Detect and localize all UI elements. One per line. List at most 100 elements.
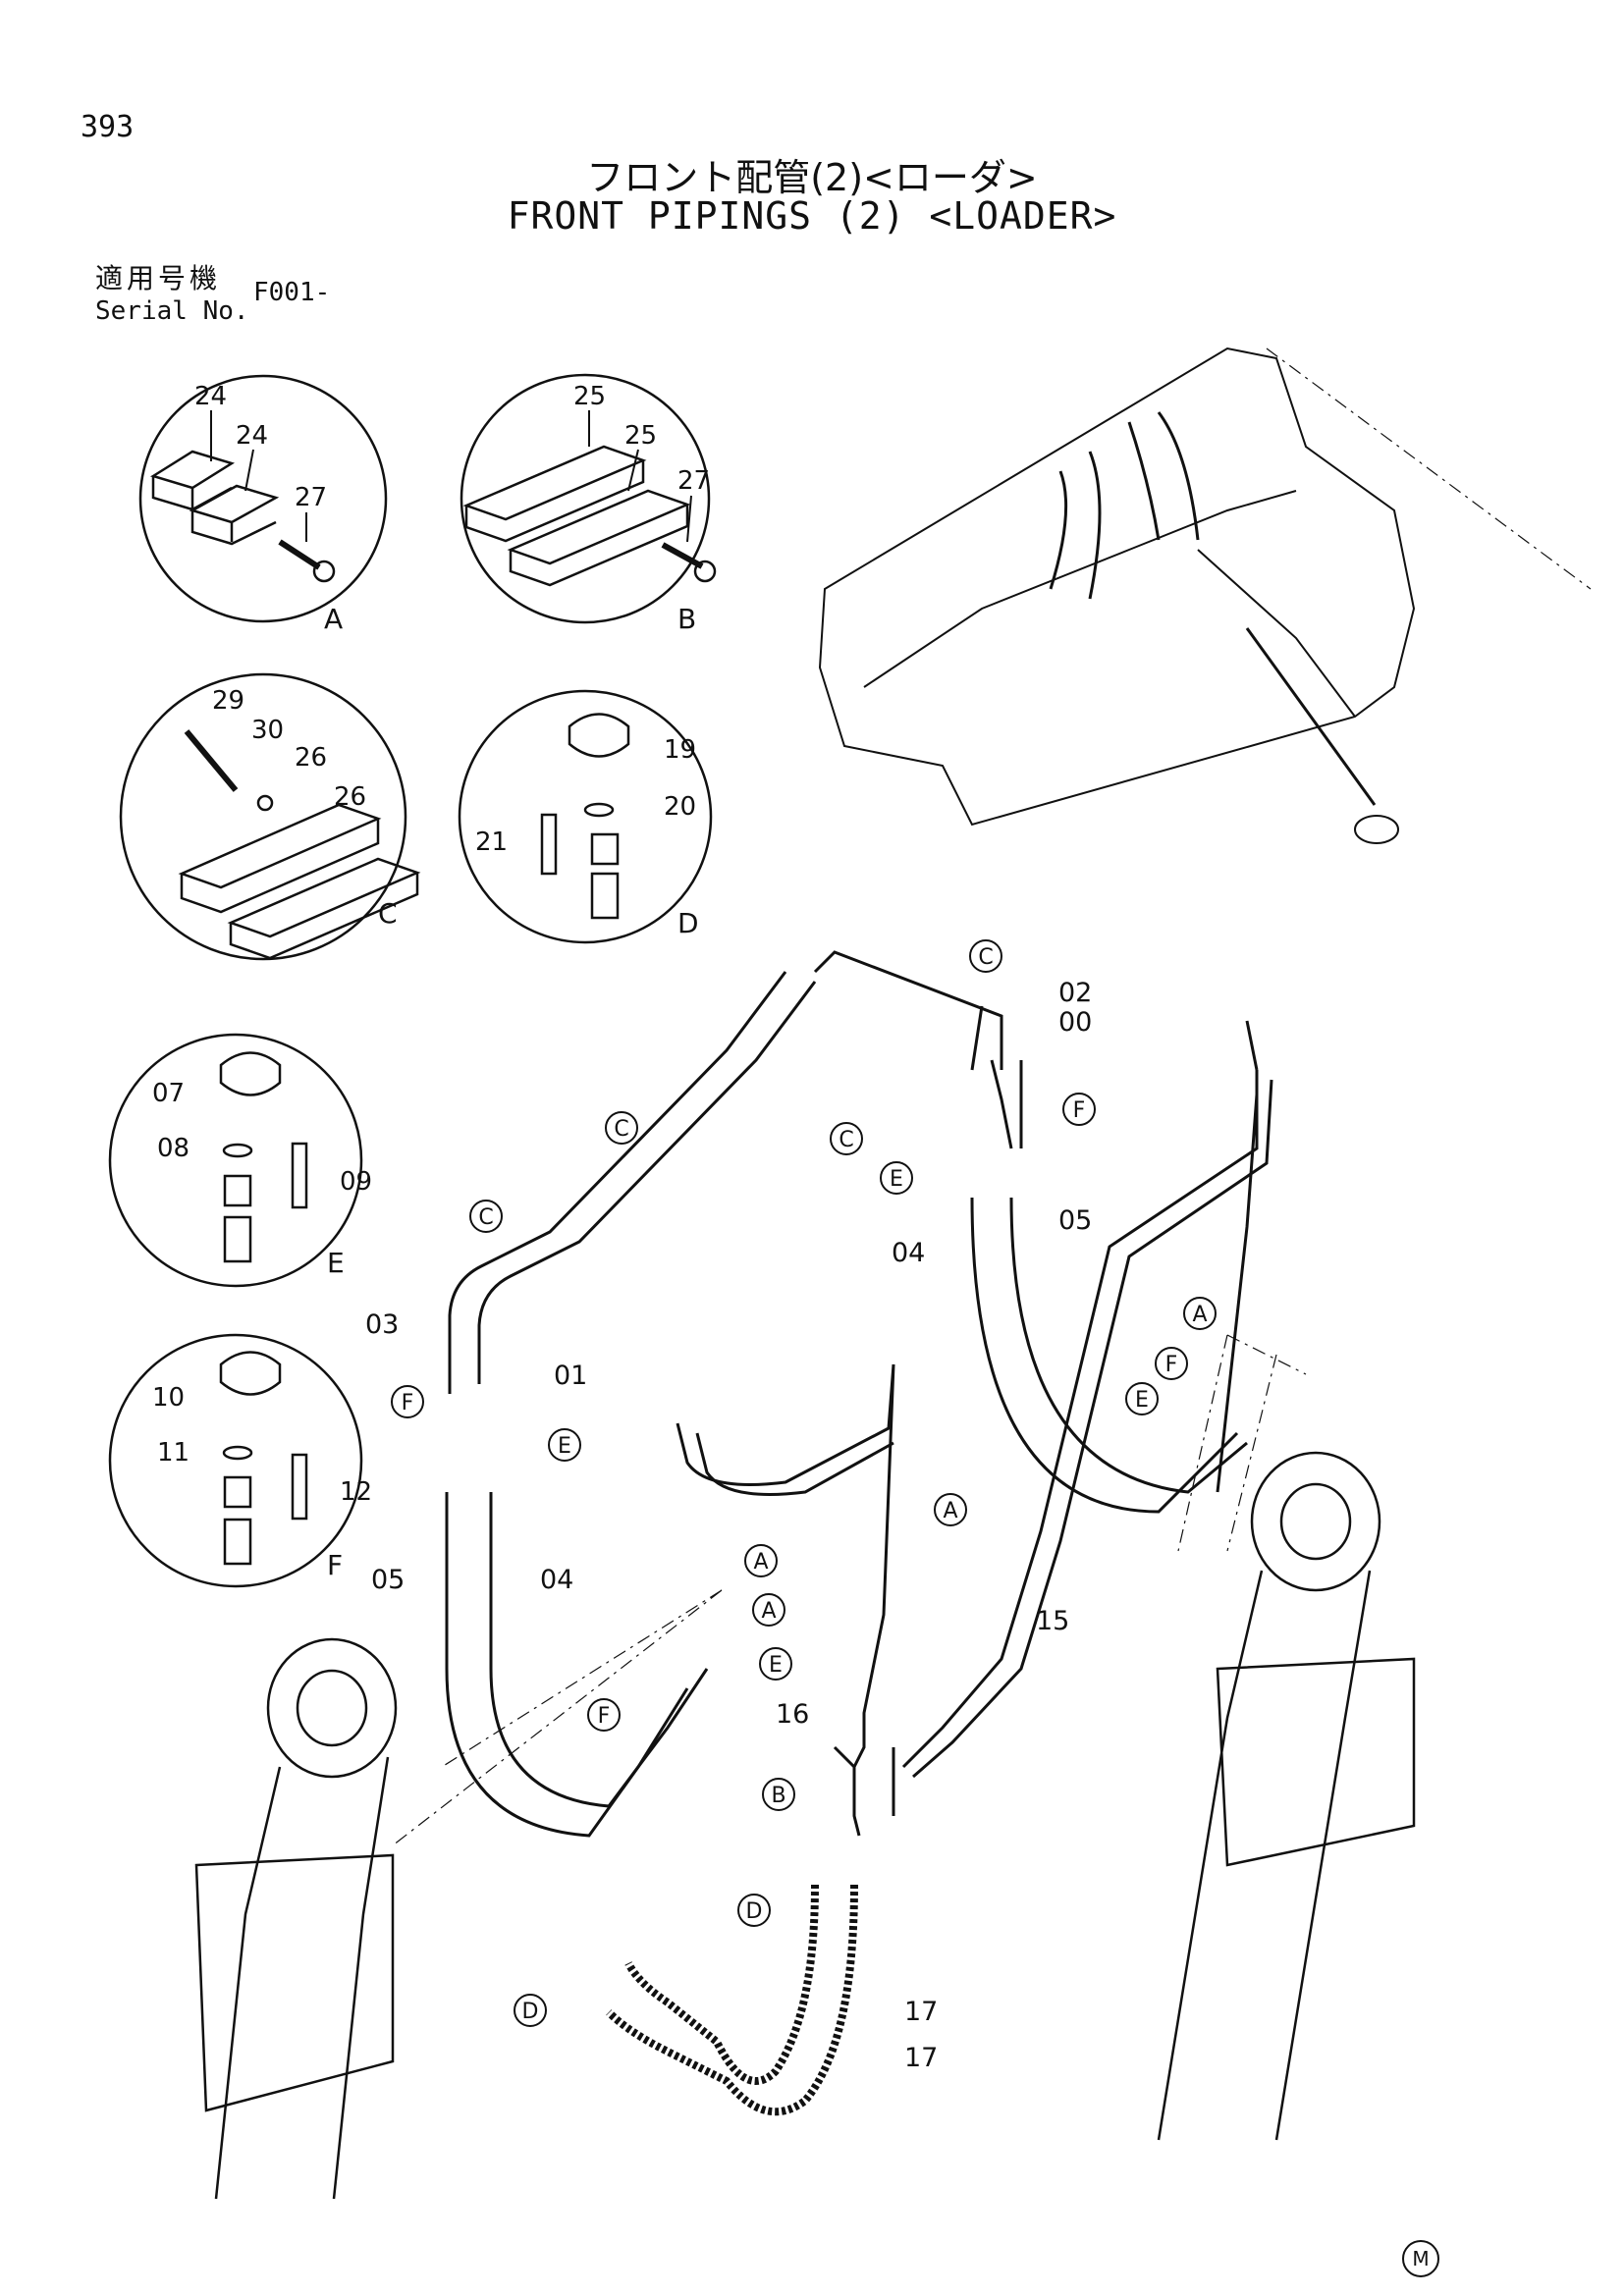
page-title-english: FRONT PIPINGS (2) <LOADER> bbox=[507, 194, 1117, 238]
part-label: 00 bbox=[1058, 1007, 1092, 1038]
callout-a: A bbox=[744, 1544, 778, 1577]
svg-text:C: C bbox=[978, 945, 993, 970]
detail-letter: F bbox=[327, 1549, 343, 1581]
callout-a: A bbox=[752, 1593, 785, 1627]
callout-e: E bbox=[1125, 1382, 1159, 1415]
detail-view-e bbox=[108, 1033, 363, 1288]
detail-view-a-labels: 24 24 27 A bbox=[194, 382, 343, 635]
part-label: 26 bbox=[295, 743, 327, 773]
part-label: 16 bbox=[776, 1699, 809, 1730]
detail-letter: C bbox=[378, 897, 398, 930]
serial-label-english: Serial No. bbox=[95, 296, 249, 326]
part-label: 19 bbox=[664, 735, 696, 765]
callout-c: C bbox=[969, 939, 1002, 973]
svg-text:B: B bbox=[771, 1784, 785, 1808]
part-label: 17 bbox=[904, 1997, 938, 2027]
svg-text:A: A bbox=[753, 1550, 768, 1575]
detail-view-d bbox=[458, 689, 713, 944]
part-number-labels: 00 01 02 03 04 05 15 16 17 17 05 04 bbox=[365, 978, 1092, 2073]
svg-text:A: A bbox=[943, 1499, 957, 1523]
detail-view-f bbox=[108, 1333, 363, 1588]
svg-text:C: C bbox=[478, 1205, 493, 1230]
detail-letter: A bbox=[324, 603, 343, 635]
boom-cylinders bbox=[194, 1451, 1416, 2200]
callout-f: F bbox=[1155, 1347, 1188, 1380]
svg-text:D: D bbox=[746, 1899, 763, 1924]
part-label: 26 bbox=[334, 782, 366, 812]
svg-text:A: A bbox=[1192, 1303, 1207, 1327]
callout-f: F bbox=[1062, 1093, 1096, 1126]
svg-text:F: F bbox=[402, 1391, 414, 1415]
part-label: 15 bbox=[1036, 1606, 1069, 1636]
detail-letter: E bbox=[327, 1247, 345, 1279]
callout-a: A bbox=[1183, 1297, 1217, 1330]
serial-value: F001- bbox=[253, 278, 331, 307]
callout-c: C bbox=[605, 1111, 638, 1145]
part-label: 09 bbox=[340, 1167, 372, 1197]
part-label: 20 bbox=[664, 792, 696, 822]
flexible-hoses bbox=[606, 1884, 858, 2116]
svg-text:F: F bbox=[1073, 1098, 1086, 1123]
part-label: 05 bbox=[1058, 1205, 1092, 1236]
part-label: 24 bbox=[194, 382, 227, 411]
part-label: 04 bbox=[540, 1565, 573, 1595]
callout-markers: C C C C F E A F E F E A A A E F B D D bbox=[391, 939, 1217, 2027]
part-label: 03 bbox=[365, 1309, 399, 1340]
manufacturer-mark: M bbox=[1402, 2240, 1439, 2277]
detail-letter: D bbox=[677, 907, 699, 939]
svg-text:E: E bbox=[769, 1653, 783, 1678]
part-label: 27 bbox=[677, 466, 710, 496]
part-label: 11 bbox=[157, 1438, 189, 1468]
detail-view-c-labels: 29 30 26 26 C bbox=[212, 686, 398, 930]
part-label: 30 bbox=[251, 716, 284, 745]
callout-f: F bbox=[391, 1385, 424, 1418]
svg-text:D: D bbox=[522, 2000, 539, 2024]
svg-text:E: E bbox=[1135, 1388, 1149, 1413]
svg-text:F: F bbox=[598, 1704, 611, 1729]
connection-lines bbox=[392, 1334, 1307, 1846]
svg-text:C: C bbox=[614, 1117, 628, 1142]
callout-d: D bbox=[514, 1994, 547, 2027]
part-label: 02 bbox=[1058, 978, 1092, 1008]
page-title-japanese: フロント配管(2)<ローダ> bbox=[586, 156, 1038, 199]
part-label: 01 bbox=[554, 1361, 587, 1391]
callout-c: C bbox=[469, 1200, 503, 1233]
detail-view-d-labels: 19 20 21 D bbox=[475, 735, 699, 939]
svg-text:E: E bbox=[890, 1167, 903, 1192]
loader-front-overview bbox=[818, 347, 1592, 844]
page-number: 393 bbox=[81, 110, 135, 144]
detail-view-f-labels: 10 11 12 F bbox=[152, 1383, 372, 1581]
callout-d: D bbox=[737, 1894, 771, 1927]
callout-a: A bbox=[934, 1493, 967, 1526]
detail-view-b bbox=[460, 373, 717, 624]
callout-b: B bbox=[762, 1778, 795, 1811]
svg-text:E: E bbox=[558, 1434, 571, 1459]
part-label: 08 bbox=[157, 1134, 189, 1163]
detail-view-e-labels: 07 08 09 E bbox=[152, 1079, 372, 1279]
detail-view-a bbox=[138, 374, 388, 623]
part-label: 04 bbox=[892, 1238, 925, 1268]
svg-text:F: F bbox=[1165, 1353, 1178, 1377]
callout-c: C bbox=[830, 1122, 863, 1155]
part-label: 07 bbox=[152, 1079, 185, 1108]
svg-text:C: C bbox=[839, 1128, 853, 1152]
part-label: 24 bbox=[236, 421, 268, 451]
callout-e: E bbox=[759, 1647, 792, 1681]
hydraulic-pipes bbox=[445, 950, 1273, 1838]
part-label: 10 bbox=[152, 1383, 185, 1413]
part-label: 27 bbox=[295, 483, 327, 512]
part-label: 25 bbox=[573, 382, 606, 411]
part-label: 17 bbox=[904, 2043, 938, 2073]
detail-letter: B bbox=[677, 603, 696, 635]
callout-f: F bbox=[587, 1698, 621, 1732]
detail-view-b-labels: 25 25 27 B bbox=[573, 382, 710, 635]
part-label: 25 bbox=[624, 421, 657, 451]
part-label: 05 bbox=[371, 1565, 405, 1595]
part-label: 29 bbox=[212, 686, 244, 716]
callout-e: E bbox=[880, 1161, 913, 1195]
serial-label-japanese: 適用号機 bbox=[95, 262, 222, 294]
detail-view-c bbox=[119, 672, 421, 961]
part-label: 12 bbox=[340, 1477, 372, 1507]
part-label: 21 bbox=[475, 828, 508, 857]
